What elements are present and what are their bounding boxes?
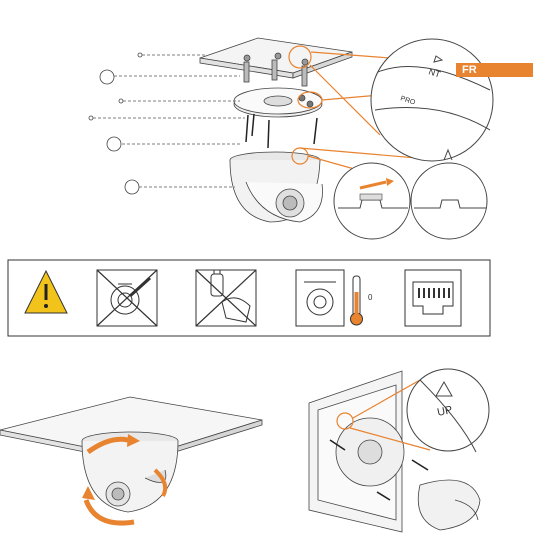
no-screwdriver-icon [97,270,157,326]
ethernet-port-icon [405,270,461,326]
camera-dome [230,152,323,222]
zoom-detail-ceiling: NT PRO [371,39,493,161]
zoom-detail-clip-left [334,163,410,239]
language-badge: FR [456,63,533,77]
leader-lines [93,55,245,187]
screws [246,114,317,148]
ceiling-mount-rotation [0,397,262,523]
exploded-view [89,38,352,222]
warnings-panel: 0 [8,260,490,336]
zoom-detail-clip-right [411,150,487,239]
thermometer-value: 0 [368,293,373,302]
callout-markers [89,53,142,194]
no-solvent-cleaning-icon [196,270,256,326]
